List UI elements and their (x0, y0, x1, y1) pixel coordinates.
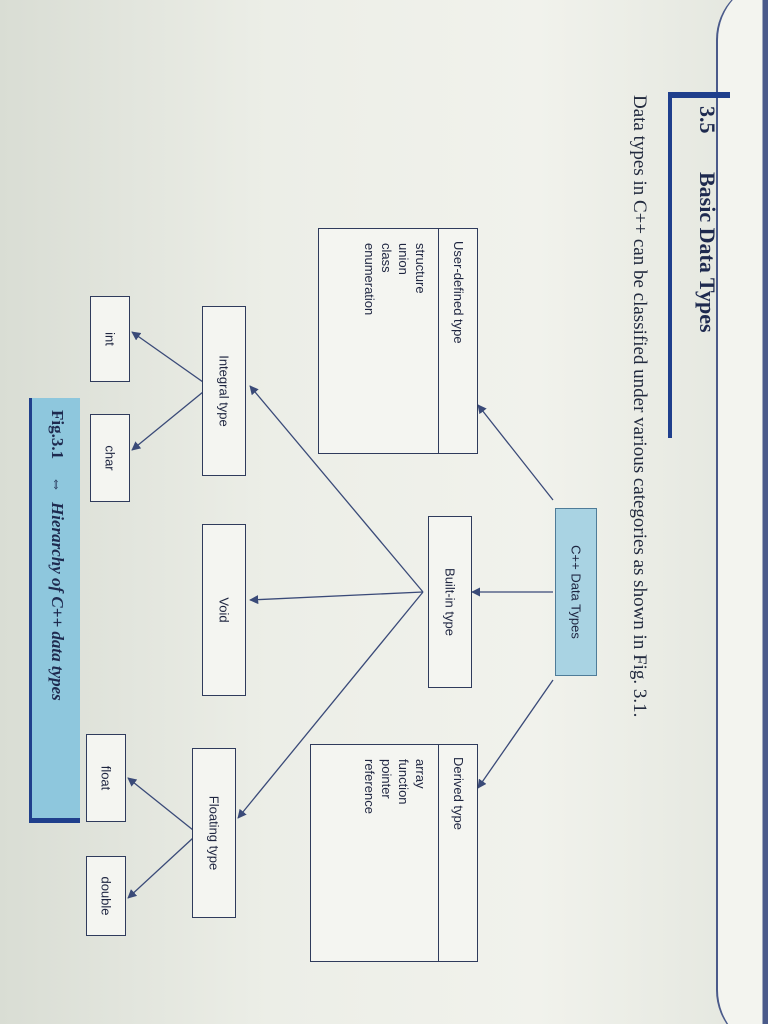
list-item: pointer (379, 759, 394, 799)
node-label: int (102, 332, 118, 346)
page-curl (716, 0, 768, 1024)
caption-separator: ⇔ (48, 476, 67, 493)
link-builtin-floating (237, 591, 424, 819)
node-header: Derived type (438, 745, 477, 961)
link-integral-int (131, 331, 204, 383)
node-derived-type: Derived type array function pointer refe… (310, 744, 478, 962)
node-label: User-defined type (451, 241, 466, 344)
link-integral-char (131, 391, 204, 451)
link-builtin-void (249, 591, 424, 605)
node-label: Void (216, 597, 232, 623)
caption-text: Hierarchy of C++ data types (48, 502, 67, 701)
list-item: reference (362, 759, 377, 814)
node-label: char (102, 445, 118, 471)
link-floating-double (127, 837, 194, 899)
link-root-derived (477, 679, 554, 789)
node-floating-type: Floating type (192, 748, 236, 918)
user-defined-list: structure union class enumeration (361, 243, 429, 315)
node-integral-type: Integral type (202, 306, 246, 476)
link-floating-float (127, 777, 194, 831)
node-label: C++ Data Types (568, 545, 584, 639)
figure-label: Fig.3.1 (48, 410, 67, 460)
node-float: float (86, 734, 126, 822)
figure-caption: Fig.3.1 ⇔ Hierarchy of C++ data types (29, 398, 80, 823)
node-char: char (90, 414, 130, 502)
node-cpp-data-types: C++ Data Types (555, 508, 597, 676)
link-builtin-integral (249, 385, 424, 593)
node-void: Void (202, 524, 246, 696)
node-label: Floating type (206, 795, 222, 871)
node-label: double (98, 876, 114, 916)
node-int: int (90, 296, 130, 382)
link-root-userdefined (477, 404, 554, 501)
list-item: enumeration (362, 243, 377, 316)
list-item: structure (413, 243, 428, 294)
node-built-in-type: Built-in type (428, 516, 472, 688)
derived-list: array function pointer reference (361, 759, 429, 814)
list-item: function (396, 759, 411, 805)
list-item: class (379, 243, 394, 273)
node-label: Derived type (451, 757, 466, 830)
node-label: float (98, 765, 114, 791)
node-label: Built-in type (442, 568, 458, 636)
node-header: User-defined type (438, 229, 477, 453)
node-label: Integral type (216, 355, 232, 427)
node-user-defined-type: User-defined type structure union class … (318, 228, 478, 454)
node-double: double (86, 856, 126, 936)
list-item: array (413, 759, 428, 789)
list-item: union (396, 243, 411, 275)
